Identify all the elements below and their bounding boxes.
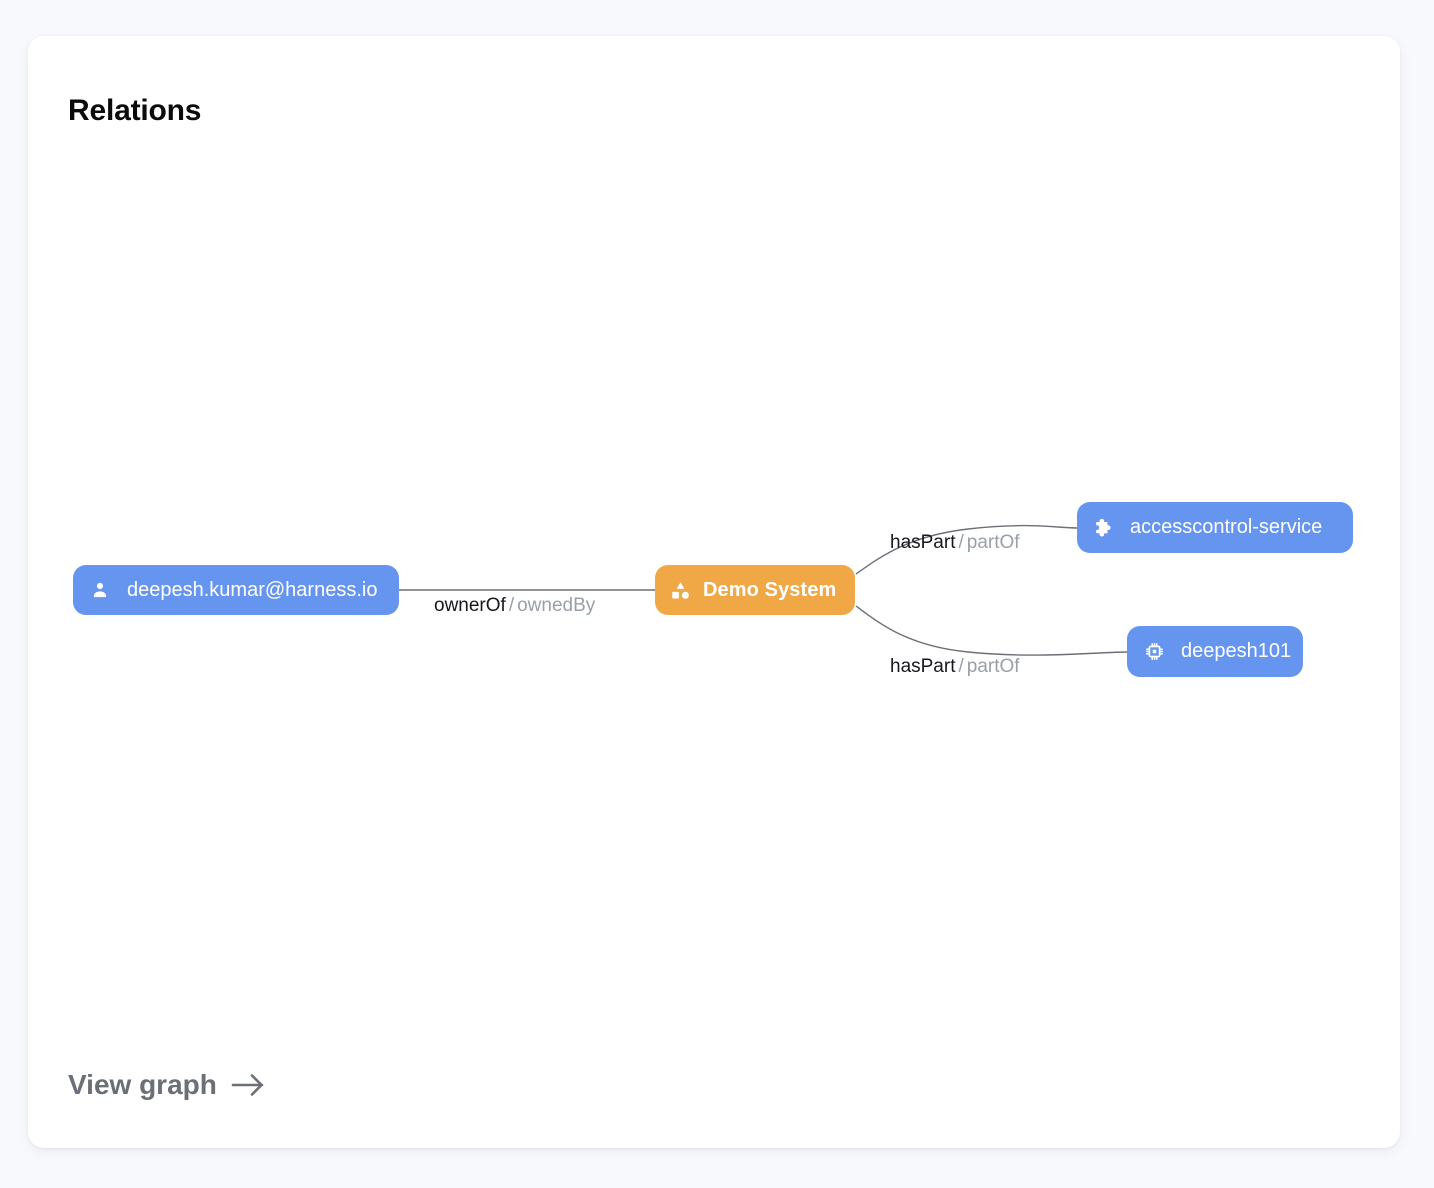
graph-node-system-label: Demo System (703, 578, 837, 601)
chip-icon (1144, 641, 1165, 662)
page-title: Relations (68, 94, 202, 128)
edge-part-2-line (855, 605, 1128, 656)
relation-forward-label: hasPart (890, 656, 956, 677)
graph-node-user-label: deepesh.kumar@harness.io (127, 578, 378, 601)
relation-separator: / (508, 595, 515, 616)
relation-forward-label: ownerOf (434, 595, 506, 616)
relation-reverse-label: ownedBy (517, 595, 596, 616)
graph-node-component[interactable]: accesscontrol-service (1077, 502, 1353, 553)
graph-node-resource[interactable]: deepesh101 (1127, 626, 1303, 677)
relations-card: Relations deepesh.kumar@harness.io (28, 36, 1400, 1148)
graph-edges-layer (399, 524, 1128, 656)
arrow-right-icon (231, 1072, 265, 1098)
relation-separator: / (958, 656, 964, 677)
relation-forward-label: hasPart (890, 532, 956, 553)
relations-graph-canvas[interactable]: deepesh.kumar@harness.io Demo System acc… (28, 36, 1400, 1148)
category-shapes-icon (670, 580, 691, 601)
graph-node-resource-label: deepesh101 (1181, 640, 1292, 662)
edge-label-part-2: hasPart/partOf (890, 656, 1020, 678)
graph-node-component-label: accesscontrol-service (1130, 516, 1323, 538)
edge-label-owner: ownerOf/ownedBy (434, 595, 595, 617)
relation-reverse-label: partOf (966, 532, 1020, 553)
edge-label-part-1: hasPart/partOf (890, 532, 1020, 554)
view-graph-link[interactable]: View graph (68, 1069, 265, 1101)
graph-node-system[interactable]: Demo System (655, 565, 855, 615)
graph-node-user[interactable]: deepesh.kumar@harness.io (73, 565, 399, 615)
puzzle-piece-icon (1093, 517, 1114, 538)
user-icon (90, 580, 110, 600)
relation-reverse-label: partOf (966, 656, 1020, 677)
edge-part-1-line (855, 524, 1078, 575)
view-graph-label: View graph (68, 1069, 217, 1100)
relation-separator: / (958, 532, 964, 553)
